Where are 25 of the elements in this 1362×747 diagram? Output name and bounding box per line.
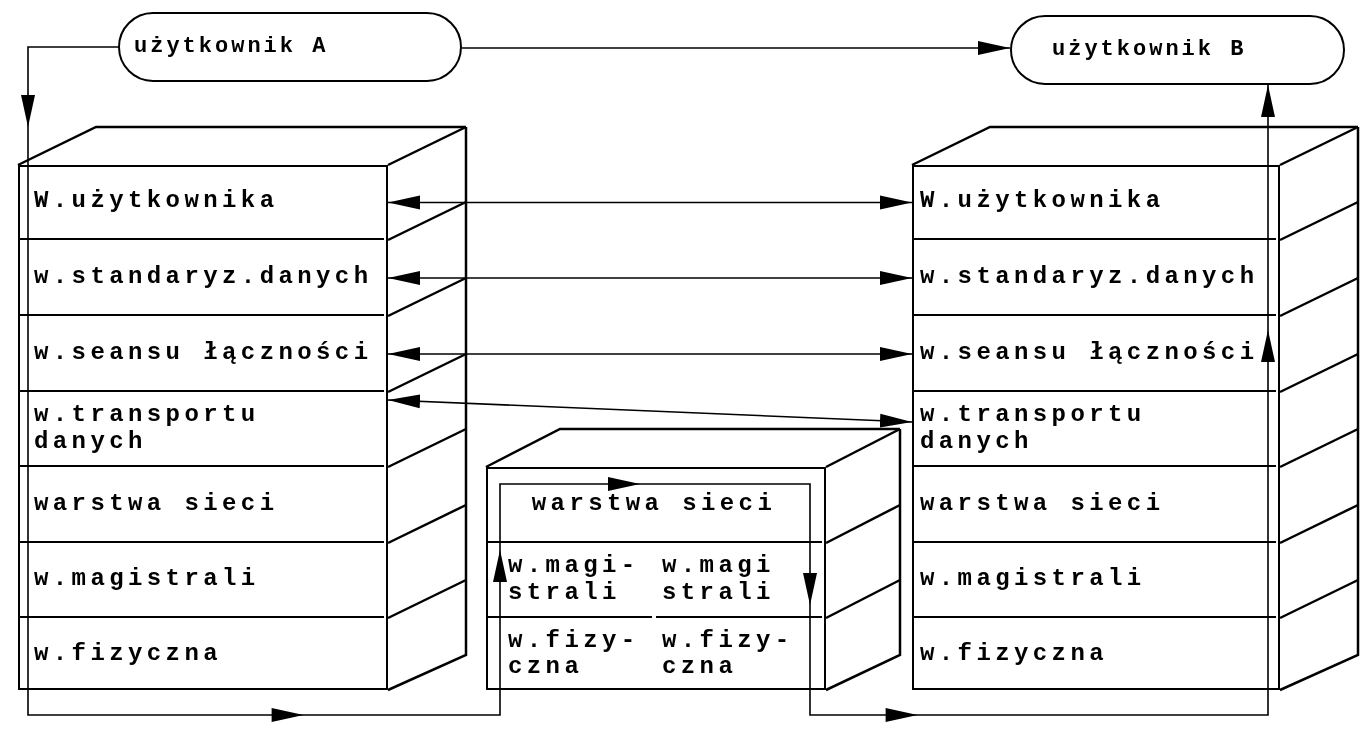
terminal-box — [118, 12, 462, 82]
layer-label: w.transportu danych — [920, 402, 1147, 455]
layer-label: w.magistrali — [34, 566, 260, 593]
layer-label: warstwa sieci — [531, 490, 777, 518]
layer-label: W.użytkownika — [34, 188, 279, 215]
layer-label: w.seansu łączności — [920, 339, 1259, 367]
layer-stack-block — [912, 165, 1280, 690]
layer-label: warstwa sieci — [34, 490, 279, 518]
user-label: użytkownik A — [134, 34, 329, 60]
layer-label: w.fizy- czna — [508, 627, 641, 681]
layer-label: w.standaryz.danych — [920, 263, 1259, 291]
layer-label: W.użytkownika — [920, 188, 1165, 215]
layer-label: w.fizyczna — [920, 640, 1109, 668]
layer-label: w.magistrali — [920, 566, 1146, 593]
layer-label: w.magi strali — [662, 553, 776, 606]
layer-label: w.transportu danych — [34, 402, 261, 455]
layer-label: w.fizy- czna — [662, 627, 792, 681]
terminal-box — [1010, 15, 1345, 85]
layer-label: w.fizyczna — [34, 640, 223, 668]
layer-label: w.standaryz.danych — [34, 263, 373, 291]
layer-label: warstwa sieci — [920, 490, 1165, 518]
layer-label: w.magi- strali — [508, 553, 641, 606]
layer-stack-block — [18, 165, 388, 690]
user-label: użytkownik B — [1052, 37, 1247, 63]
layer-label: w.seansu łączności — [34, 339, 373, 367]
